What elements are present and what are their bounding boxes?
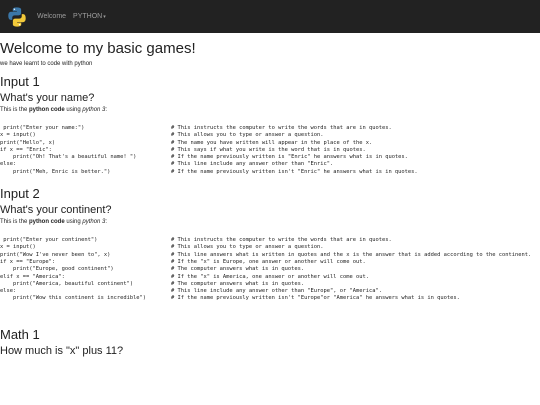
- section-input-2: Input 2 What's your continent? This is t…: [0, 186, 540, 303]
- code-line: print("Hello", x): [0, 139, 56, 146]
- code-comment: # This instructs the computer to write t…: [171, 125, 392, 131]
- code-comment: # This allows you to type or answer a qu…: [171, 132, 324, 139]
- lead-italic: python 3: [82, 219, 106, 226]
- code-line: if x == "Enric":: [0, 146, 52, 153]
- section-question: How much is "x" plus 11?: [0, 344, 124, 357]
- page-title: Welcome to my basic games!: [0, 40, 196, 57]
- code-row: x = input() # This allows you to type or …: [0, 244, 531, 251]
- nav-python-dropdown[interactable]: PYTHON▾: [73, 13, 106, 20]
- code-row: if x == "Enric": # This says if what you …: [0, 147, 418, 154]
- code-row: else: # This line include any answer othe…: [0, 288, 531, 295]
- code-line: print("Enter your continent"): [0, 237, 98, 244]
- code-comment: # The computer answers what is in quotes…: [171, 266, 305, 273]
- lead-mid: using: [64, 219, 83, 226]
- code-table: print("Enter your name:") # This instruct…: [0, 125, 418, 176]
- code-comment: # This line include any answer other tha…: [171, 161, 334, 168]
- code-comment: # This says if what you write is the wor…: [171, 146, 366, 153]
- code-comment: # This allows you to type or answer a qu…: [171, 244, 324, 251]
- section-lead: This is the python code using python 3:: [0, 219, 540, 225]
- code-line: elif x == "America":: [0, 273, 65, 280]
- code-row: if x == "Europe": # If the "x" is Europe,…: [0, 259, 531, 266]
- code-row: else: # This line include any answer othe…: [0, 161, 418, 168]
- code-row: print("Wow I've never been to", x) # This…: [0, 252, 531, 259]
- code-row: print("Hello", x) # The name you have wri…: [0, 140, 418, 147]
- lead-prefix: This is the: [0, 107, 30, 113]
- lead-bold: python code: [29, 107, 65, 113]
- code-comment: # This instructs the computer to write t…: [171, 237, 392, 244]
- code-comment: # If the name previously written isn't "…: [171, 295, 460, 302]
- code-line: else:: [0, 288, 17, 295]
- code-line: if x == "Europe":: [0, 258, 56, 265]
- code-line: x = input(): [0, 244, 36, 251]
- caret-down-icon: ▾: [103, 14, 106, 20]
- spacer: [0, 313, 540, 327]
- code-row: print("Europe, good continent") # The com…: [0, 266, 531, 273]
- lead-italic: python 3: [82, 107, 106, 113]
- lead-mid: using: [64, 107, 83, 113]
- code-comment: # If the name previously written isn't "…: [171, 168, 418, 175]
- section-question: What's your continent?: [0, 204, 112, 217]
- code-comment: # The name you have written will appear …: [171, 139, 373, 146]
- main-content: Welcome to my basic games! we have learn…: [0, 33, 540, 357]
- code-comment: # If the name previously written is "Enr…: [171, 154, 408, 161]
- code-line: print("Wow this continent is incredible"…: [0, 295, 147, 302]
- code-row: x = input() # This allows you to type or …: [0, 132, 418, 139]
- code-row: print("America, beautiful continent") # T…: [0, 281, 531, 288]
- code-line: print("Oh! That's a beautiful name! "): [0, 154, 137, 161]
- code-line: print("America, beautiful continent"): [0, 280, 134, 287]
- code-comment: # The computer answers what is in quotes…: [171, 280, 305, 287]
- page-subtitle: we have learnt to code with python: [0, 61, 93, 67]
- top-navbar: Welcome PYTHON▾: [0, 0, 540, 33]
- code-line: x = input(): [0, 132, 36, 139]
- section-heading: Input 2: [0, 186, 40, 202]
- code-row: print("Meh, Enric is better.") # If the n…: [0, 169, 418, 176]
- code-comment: # This line include any answer other tha…: [171, 288, 382, 295]
- section-lead: This is the python code using python 3:: [0, 107, 540, 113]
- code-row: print("Enter your name:") # This instruct…: [0, 125, 418, 132]
- code-comment: # If the "x" is Europe, one answer or an…: [171, 258, 366, 265]
- lead-suffix: :: [105, 107, 108, 113]
- code-comment: # If the "x" is America, one answer or a…: [171, 273, 369, 280]
- section-question: What's your name?: [0, 92, 95, 104]
- code-table: print("Enter your continent") # This inst…: [0, 237, 531, 303]
- lead-bold: python code: [29, 219, 65, 226]
- code-line: else:: [0, 161, 17, 168]
- code-row: print("Wow this continent is incredible"…: [0, 295, 531, 302]
- code-comment: # This line answers what is written in q…: [171, 251, 532, 258]
- code-row: print("Enter your continent") # This inst…: [0, 237, 531, 244]
- section-heading: Input 1: [0, 74, 40, 89]
- code-line: print("Meh, Enric is better."): [0, 168, 111, 175]
- code-line: print("Europe, good continent"): [0, 266, 114, 273]
- lead-prefix: This is the: [0, 219, 30, 226]
- code-line: print("Wow I've never been to", x): [0, 251, 111, 258]
- lead-suffix: :: [105, 219, 108, 226]
- section-heading: Math 1: [0, 326, 40, 342]
- python-logo-icon[interactable]: [6, 6, 28, 28]
- nav-welcome-link[interactable]: Welcome: [37, 13, 67, 20]
- code-row: elif x == "America": # If the "x" is Amer…: [0, 274, 531, 281]
- section-math-1: Math 1 How much is "x" plus 11?: [0, 327, 540, 357]
- nav-python-label: PYTHON: [73, 13, 103, 20]
- code-row: print("Oh! That's a beautiful name! ") # …: [0, 154, 418, 161]
- code-line: print("Enter your name:"): [0, 125, 85, 131]
- section-input-1: Input 1 What's your name? This is the py…: [0, 74, 540, 176]
